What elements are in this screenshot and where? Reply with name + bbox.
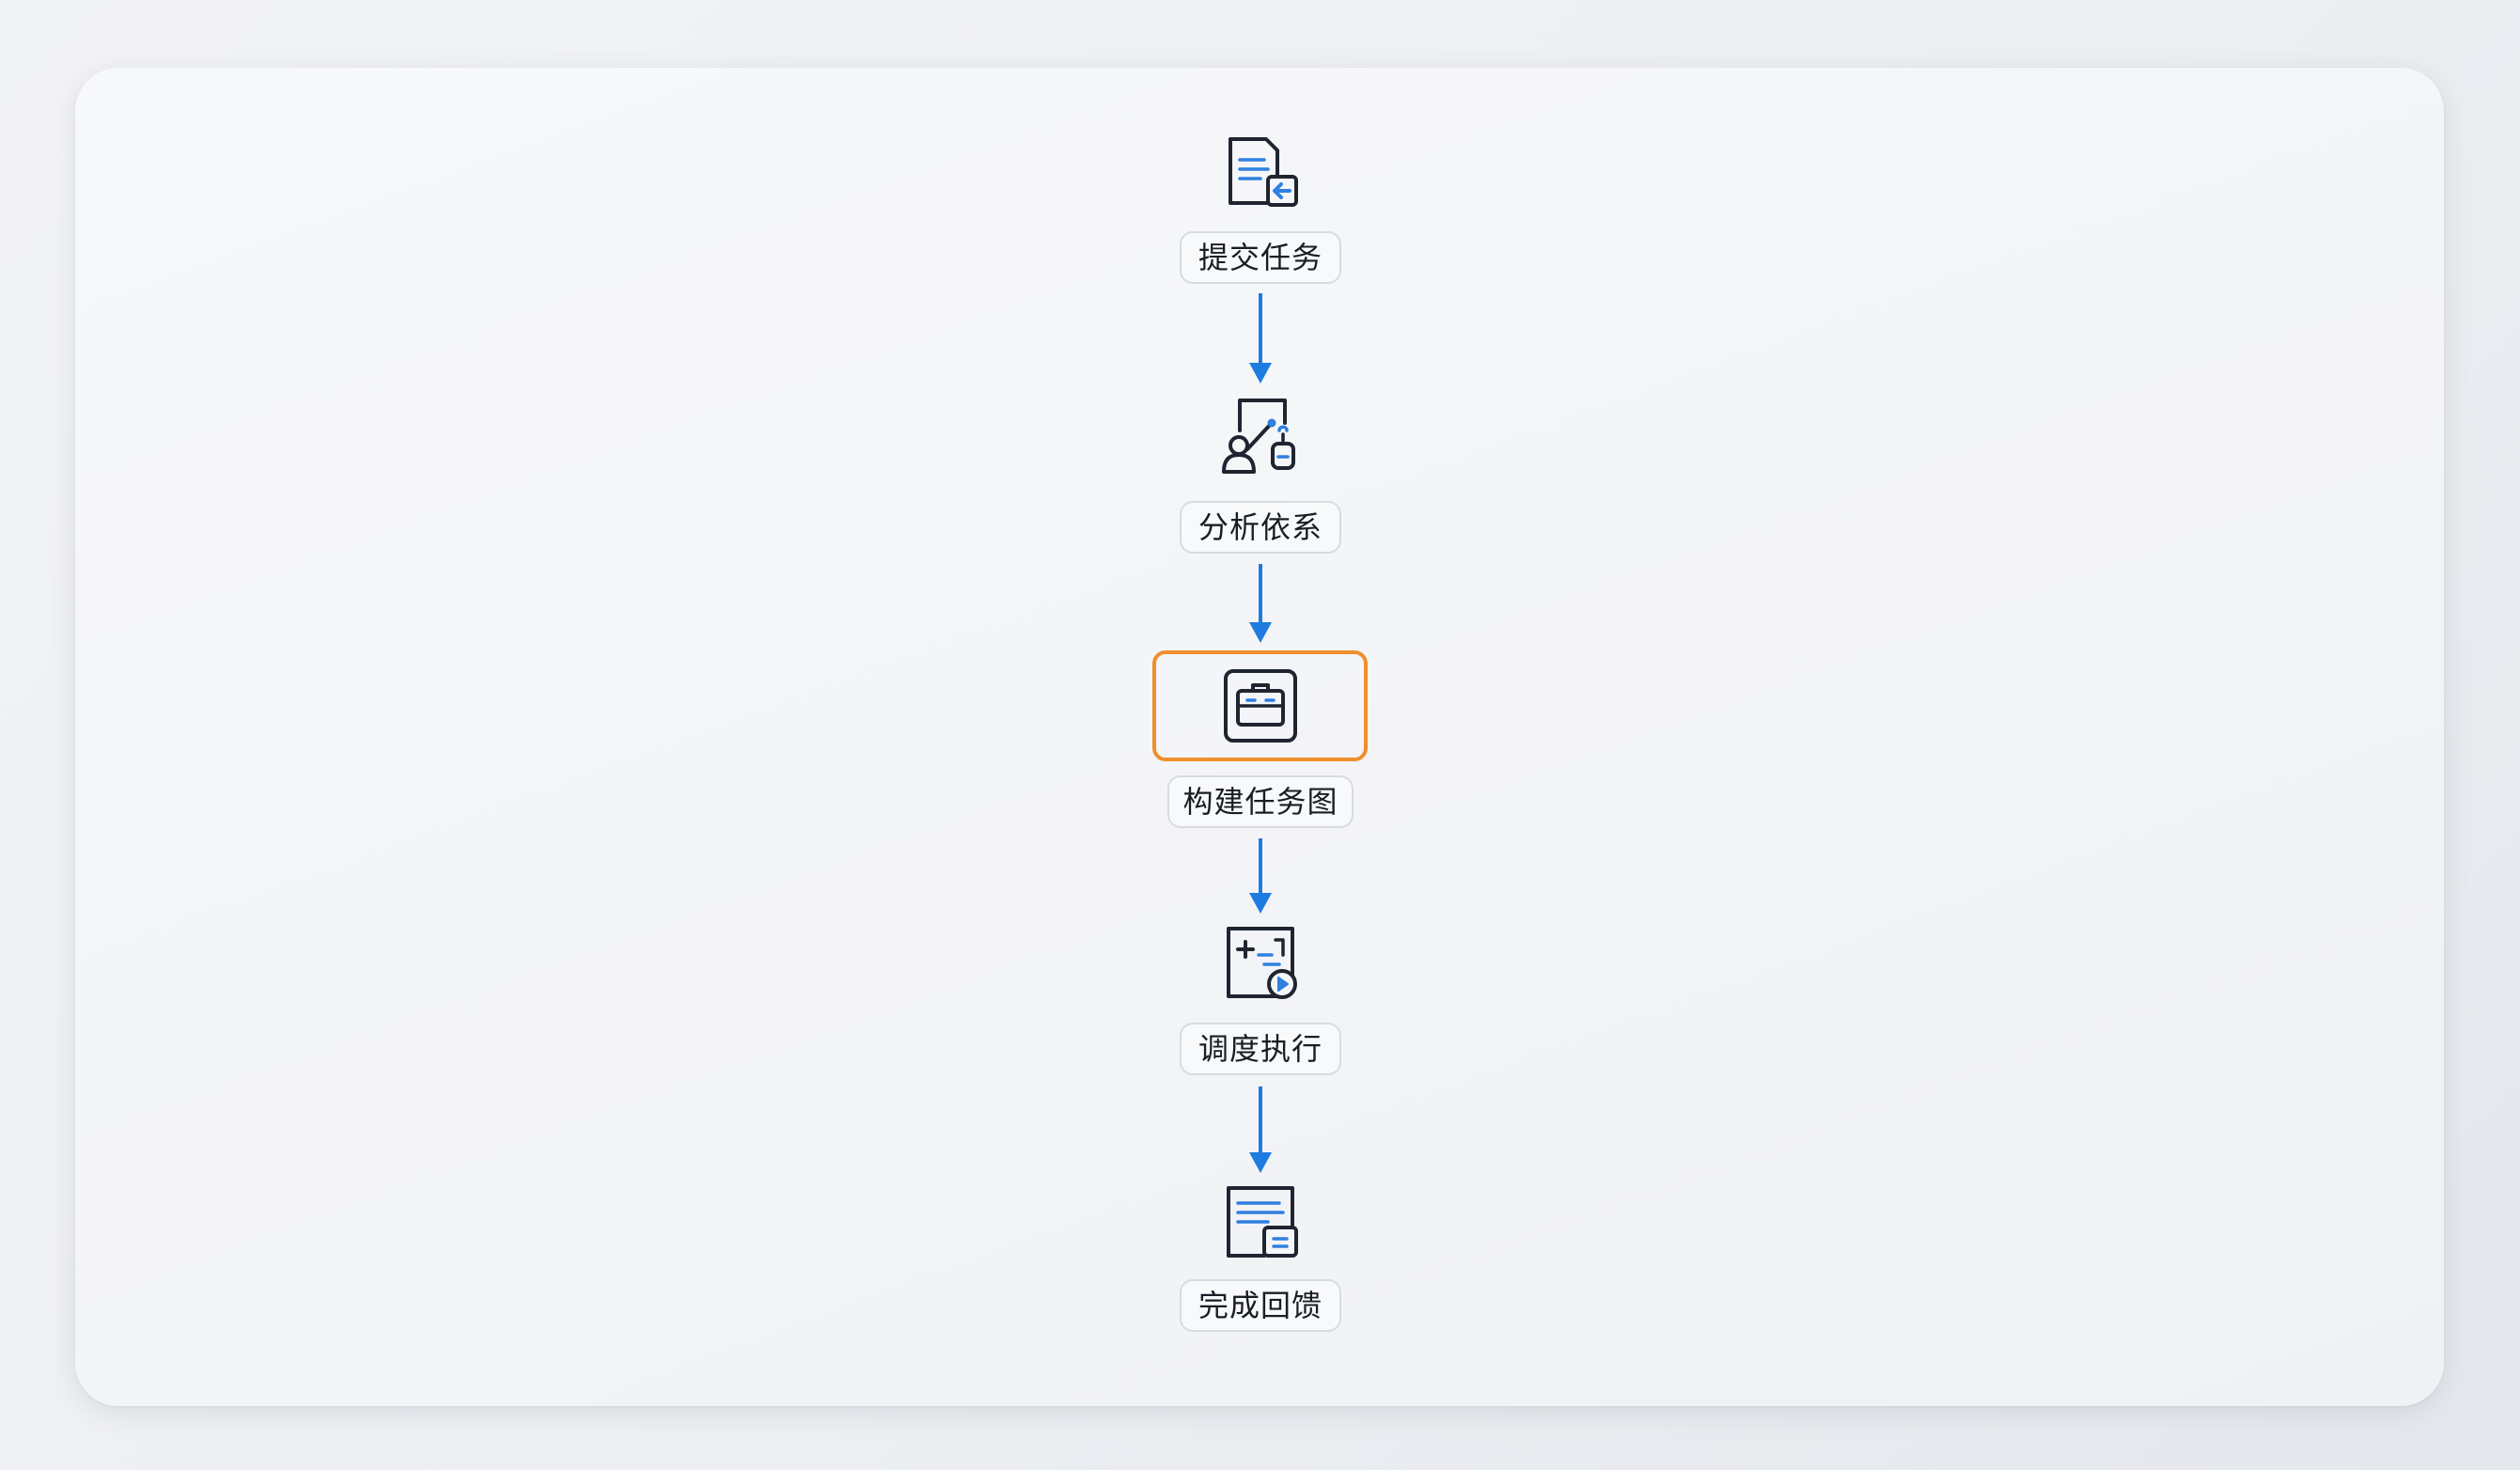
flow-arrow	[1242, 562, 1279, 645]
briefcase-icon	[1219, 665, 1302, 747]
step-label-feedback: 完成回馈	[1180, 1279, 1341, 1332]
dependency-analysis-icon	[1219, 395, 1302, 477]
flow-arrow	[1242, 291, 1279, 385]
step-label-schedule: 调度执行	[1180, 1023, 1341, 1075]
document-feedback-icon	[1219, 1181, 1302, 1263]
document-submit-icon	[1219, 132, 1302, 214]
step-label-analyze: 分析依系	[1180, 501, 1341, 554]
flow-arrow	[1242, 837, 1279, 915]
diagram-card	[75, 68, 2444, 1406]
schedule-execute-icon	[1219, 921, 1302, 1004]
flow-arrow	[1242, 1085, 1279, 1175]
active-step-highlight[interactable]	[1152, 650, 1368, 761]
step-label-submit: 提交任务	[1180, 231, 1341, 284]
step-label-build-graph: 构建任务图	[1167, 775, 1354, 828]
